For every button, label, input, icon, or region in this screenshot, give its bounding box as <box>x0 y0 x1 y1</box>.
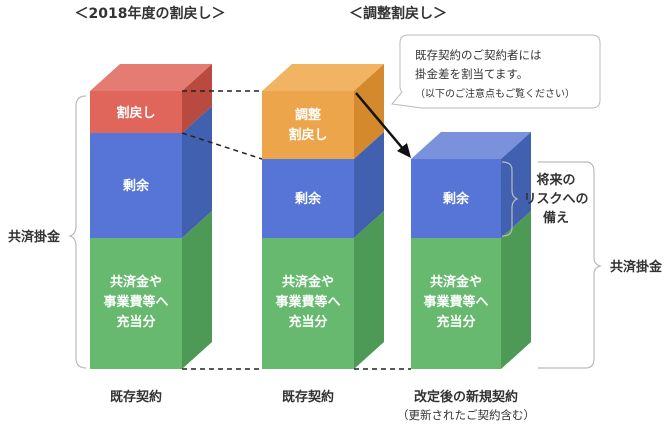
block-adjustment-refund <box>262 91 354 159</box>
block-benefit-expense <box>90 238 182 369</box>
label-future-1: 将来の <box>536 172 575 188</box>
label-col3-sub: （更新されたご契約含む） <box>397 408 535 422</box>
label-surplus: 剰余 <box>294 191 322 207</box>
callout-line-1: 既存契約のご契約者には <box>415 48 542 62</box>
label-premium-right: 共済掛金 <box>610 259 663 275</box>
label-premium-left: 共済掛金 <box>8 229 61 245</box>
label-green-1: 共済金や <box>110 274 162 290</box>
label-adjustment-1: 調整 <box>295 107 322 123</box>
label-surplus: 剰余 <box>122 178 150 194</box>
callout-bubble: 既存契約のご契約者には 掛金差を割当てます。 （以下のご注意点もご覧ください） <box>391 34 601 109</box>
title-2018-refund: ＜2018年度の割戻し＞ <box>75 5 226 22</box>
label-green-3: 充当分 <box>288 314 327 330</box>
column-new-contract: 剰余 共済金や 事業費等へ 充当分 <box>411 132 531 369</box>
label-green-2: 事業費等へ <box>275 294 340 310</box>
arrow-icon <box>355 92 411 158</box>
block-benefit-expense <box>262 238 354 369</box>
label-green-3: 充当分 <box>436 314 475 330</box>
label-col2-existing: 既存契約 <box>282 389 334 405</box>
block-surplus <box>262 159 354 238</box>
block-surplus <box>90 133 182 238</box>
label-future-3: 備え <box>543 210 569 226</box>
right-brace: 共済掛金 <box>538 161 663 369</box>
block-surplus <box>411 159 501 238</box>
label-col1-existing: 既存契約 <box>110 389 162 405</box>
callout-line-2: 掛金差を割当てます。 <box>415 67 528 81</box>
future-risk-brace: 将来の リスクへの 備え <box>501 161 589 237</box>
dashed-connectors <box>181 90 411 370</box>
label-green-2: 事業費等へ <box>103 294 168 310</box>
callout-note: （以下のご注意点もご覧ください） <box>415 87 575 100</box>
block-refund <box>90 91 182 133</box>
column-existing-2018: 割戻し 剰余 共済金や 事業費等へ 充当分 <box>90 64 212 369</box>
label-green-2: 事業費等へ <box>423 294 488 310</box>
label-future-2: リスクへの <box>523 192 588 207</box>
label-refund: 割戻し <box>116 105 155 121</box>
label-green-1: 共済金や <box>430 274 482 290</box>
column-existing-adjustment: 調整 割戻し 剰余 共済金や 事業費等へ 充当分 <box>262 64 384 369</box>
left-brace: 共済掛金 <box>8 95 87 369</box>
label-adjustment-2: 割戻し <box>288 127 327 143</box>
block-benefit-expense <box>411 238 501 369</box>
title-adjustment-refund: ＜調整割戻し＞ <box>349 5 447 22</box>
label-green-1: 共済金や <box>282 274 334 290</box>
label-green-3: 充当分 <box>116 314 155 330</box>
label-surplus: 剰余 <box>442 191 470 207</box>
label-col3-new: 改定後の新規契約 <box>414 389 518 405</box>
